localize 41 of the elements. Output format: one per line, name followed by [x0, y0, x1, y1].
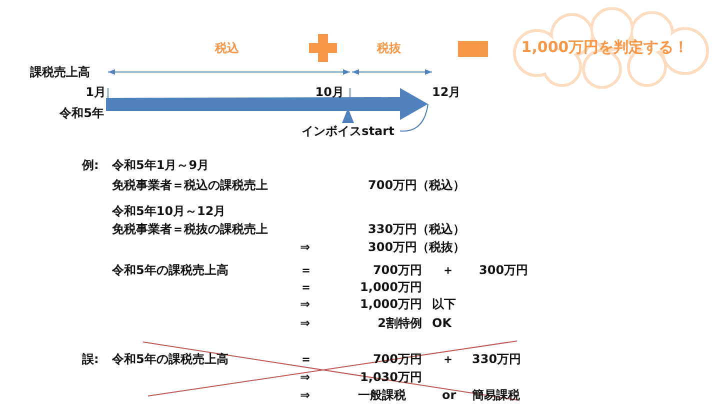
operator-sign: ＝: [300, 263, 312, 277]
month-label: 10月: [315, 85, 344, 99]
month-label: 12月: [432, 85, 461, 99]
operator-sign: ＝: [300, 280, 312, 294]
description-text: 令和5年の課税売上高: [112, 263, 228, 277]
error-heading: 誤:: [82, 352, 99, 366]
period-text: 令和5年10月～12月: [112, 204, 226, 218]
amount-text: 700万円: [372, 263, 422, 277]
description-text: 免税事業者＝税込の課税売上: [112, 178, 268, 192]
leader-line: [400, 104, 428, 132]
operator-sign: ＝: [300, 352, 312, 366]
result-text: OK: [432, 316, 452, 330]
example-heading: 例:: [82, 158, 99, 172]
amount-text: 700万円（税込）: [368, 178, 466, 192]
operator-sign: ⇒: [300, 388, 310, 402]
month-label: 1月: [86, 85, 106, 99]
axis-title: 課税売上高: [30, 65, 90, 79]
amount-text: 1,000万円: [360, 280, 422, 294]
operator-sign: ⇒: [300, 316, 310, 330]
operator-sign: ⇒: [300, 297, 310, 311]
timeline-arrow: [106, 88, 428, 120]
description-text: 令和5年の課税売上高: [112, 352, 228, 366]
operator-sign: ＋: [442, 352, 454, 366]
operator-sign: ＋: [442, 263, 454, 277]
section-heading: 税抜: [377, 41, 401, 55]
amount-text: 330万円: [472, 352, 522, 366]
amount-text: 1,000万円: [360, 297, 422, 311]
result-text: or: [442, 388, 456, 402]
annotation-text: インボイスstart: [296, 124, 400, 139]
section-heading: 税込: [215, 41, 239, 55]
result-text: 以下: [432, 297, 456, 311]
cloud-callout: 1,000万円を判定する！: [497, 5, 713, 89]
amount-text: 330万円（税込）: [368, 222, 466, 236]
result-text: 一般課税: [358, 388, 406, 402]
period-text: 令和5年1月～9月: [112, 158, 210, 172]
amount-text: 300万円: [479, 263, 528, 277]
operator-sign: ⇒: [300, 370, 310, 384]
amount-text: 300万円（税抜）: [368, 240, 466, 254]
operator-sign: ⇒: [300, 240, 310, 254]
result-text: 2割特例: [378, 316, 422, 330]
description-text: 免税事業者＝税抜の課税売上: [112, 222, 268, 236]
